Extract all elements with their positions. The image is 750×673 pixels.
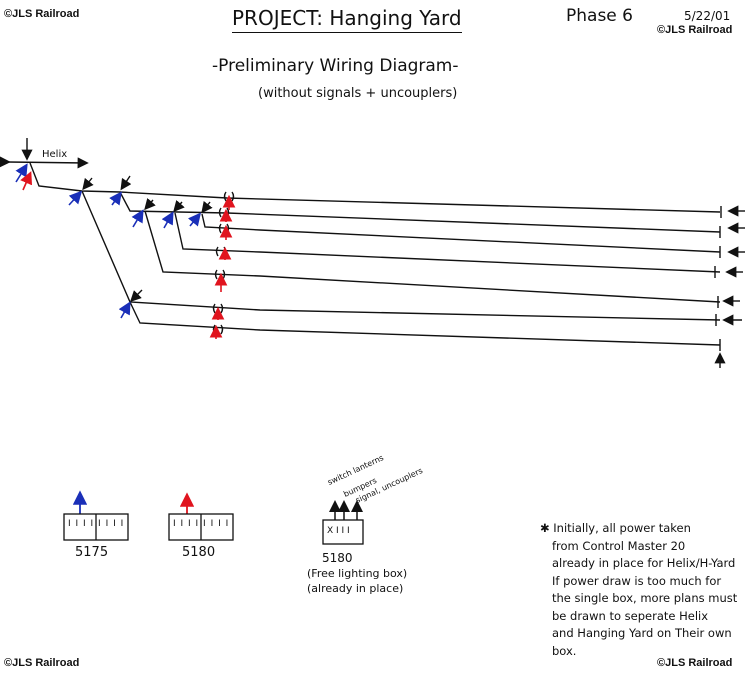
box-5180-label: 5180: [182, 545, 216, 560]
box-5175-label: 5175: [75, 545, 109, 560]
note-line: be drawn to seperate Helix: [552, 608, 709, 623]
lighting-box-contacts: X I I I: [327, 526, 350, 536]
watermark-top-left: ©JLS Railroad: [4, 8, 80, 20]
box-5180-lighting: [322, 519, 364, 545]
watermark-bottom-right: ©JLS Railroad: [657, 657, 733, 669]
note-line: box.: [552, 643, 577, 658]
box-5180-contacts: I I I I I I I I: [173, 519, 230, 529]
track-7: [129, 301, 721, 346]
note-line: already in place for Helix/H-Yard: [552, 556, 736, 570]
watermark-bottom-left: ©JLS Railroad: [4, 657, 80, 669]
bumper-light-arrows: [714, 205, 745, 368]
watermark-top-right: ©JLS Railroad: [657, 24, 733, 36]
phase-label: Phase 6: [566, 6, 633, 26]
power-note: ✱ Initially, all power taken from Contro…: [540, 520, 737, 660]
note-line: from Control Master 20: [552, 538, 686, 553]
note-line: and Hanging Yard on Their own: [552, 626, 732, 640]
track-6: [81, 190, 721, 321]
date-label: 5/22/01: [684, 9, 731, 23]
track-3: [201, 213, 721, 253]
track-2: [119, 191, 721, 233]
subtitle: -Preliminary Wiring Diagram-: [212, 56, 459, 76]
note-line: ✱ Initially, all power taken: [540, 521, 691, 535]
helix-track: [0, 156, 89, 169]
lighting-box-caption-2: (already in place): [307, 582, 404, 595]
track-5: [144, 210, 721, 303]
page-title: PROJECT: Hanging Yard: [232, 6, 462, 33]
lighting-output-arrows: [329, 500, 363, 520]
blue-turnout-feeders: [15, 163, 202, 319]
note-line: the single box, more plans must: [552, 591, 738, 605]
bumpers: [714, 206, 722, 351]
box-5175-contacts: I I I I I I I I: [68, 519, 125, 529]
track-1: [29, 162, 721, 213]
subtitle-2: (without signals + uncouplers): [258, 86, 458, 101]
lighting-box-caption: (Free lighting box): [307, 567, 408, 580]
lighting-box-label: 5180: [322, 551, 353, 565]
red-block-feeders: [20, 171, 236, 339]
note-line: If power draw is too much for: [552, 573, 722, 588]
helix-label: Helix: [42, 149, 68, 160]
switch-lantern-arrows: [21, 138, 213, 302]
